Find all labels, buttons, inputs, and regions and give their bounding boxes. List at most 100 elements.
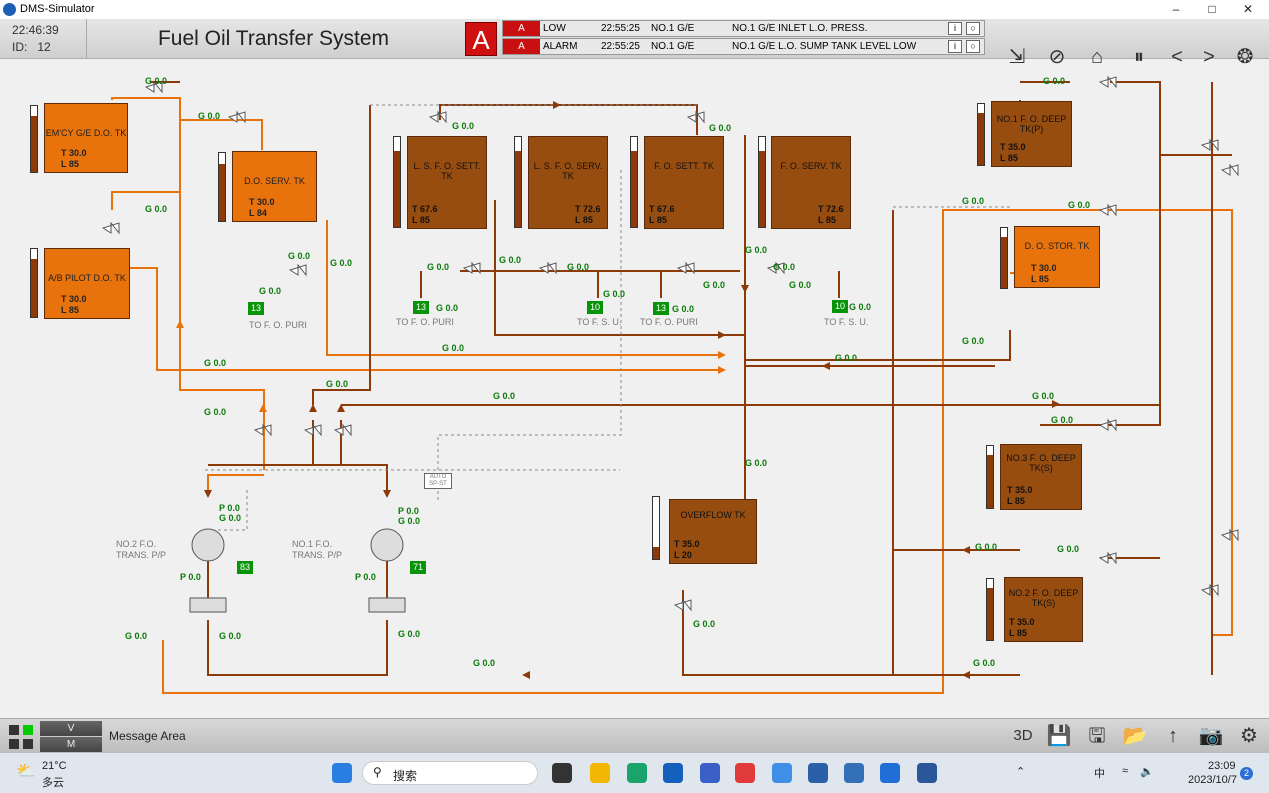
info-icon[interactable]: i (948, 40, 962, 53)
tank-lsfo-sett[interactable]: L. S. F. O. SETT. TK T 67.6 L 85 (407, 136, 487, 229)
mode-v-button[interactable]: V (40, 721, 102, 736)
flow-readout: G 0.0 (1051, 415, 1074, 425)
tank-name: EM'CY G/E D.O. TK (45, 128, 127, 138)
tank-overflow[interactable]: OVERFLOW TK T 35.0 L 20 (669, 499, 757, 564)
info-icon[interactable]: i (948, 22, 962, 35)
app-icon[interactable] (808, 763, 828, 783)
alarm-tag: A (503, 39, 540, 54)
view-3d-button[interactable]: 3D (1013, 727, 1033, 744)
tank-name: L. S. F. O. SERV. TK (533, 161, 603, 181)
flow-readout: G 0.0 (745, 458, 768, 468)
word-icon[interactable] (917, 763, 937, 783)
flow-readout: G 0.0 (499, 255, 522, 265)
pump-label: NO.2 F.O. TRANS. P/P (116, 539, 167, 560)
tank-ab-pilot-do[interactable]: A/B PILOT D.O. TK T 30.0 L 85 (44, 248, 130, 319)
cloud-icon[interactable] (772, 763, 792, 783)
close-button[interactable]: ✕ (1242, 2, 1254, 16)
home-icon[interactable]: ⌂ (1090, 46, 1104, 68)
tank-level: L 20 (674, 550, 692, 560)
app-icon[interactable] (735, 763, 755, 783)
minimize-button[interactable]: – (1172, 2, 1180, 16)
no1-transfer-pump[interactable] (371, 530, 403, 562)
flow-readout: G 0.0 (709, 123, 732, 133)
app-icon[interactable] (700, 763, 720, 783)
start-icon[interactable] (332, 763, 352, 783)
forward-icon[interactable]: > (1203, 46, 1215, 68)
tank-name: A/B PILOT D.O. TK (48, 273, 126, 283)
taskbar-time[interactable]: 23:09 (1208, 760, 1236, 772)
save-as-icon[interactable]: 🖫 (1088, 725, 1106, 747)
camera-icon[interactable]: 📷 (1198, 725, 1224, 747)
flow-readout: G 0.0 (125, 631, 148, 641)
tank-do-serv[interactable]: D.O. SERV. TK T 30.0 L 84 (232, 151, 317, 222)
flow-readout: G 0.0 (198, 111, 221, 121)
explorer-icon[interactable] (590, 763, 610, 783)
tank-name: NO.2 F. O. DEEP TK(S) (1008, 588, 1079, 608)
clock-panel: 22:46:39 ID: 12 (4, 22, 84, 57)
acknowledge-icon[interactable]: ○ (966, 40, 980, 53)
flow-readout: G 0.0 (259, 286, 282, 296)
app-icon[interactable] (552, 763, 572, 783)
pressure-readout: P 0.0 (180, 572, 201, 582)
tank-temperature: T 67.6 (412, 204, 438, 214)
edge-icon[interactable] (627, 763, 647, 783)
tank-name: F. O. SETT. TK (654, 161, 714, 171)
tank-do-stor[interactable]: D. O. STOR. TK T 30.0 L 85 (1014, 226, 1100, 288)
tank-no3-deep-s[interactable]: NO.3 F. O. DEEP TK(S) T 35.0 L 85 (1000, 444, 1082, 510)
wifi-icon[interactable]: ≈ (1122, 765, 1129, 777)
no2-transfer-pump[interactable] (192, 530, 224, 562)
flow-readout: G 0.0 (962, 336, 985, 346)
alarm-indicator[interactable]: A (465, 22, 497, 56)
pin-icon[interactable]: ↑ (1168, 725, 1178, 747)
volume-icon[interactable]: 🔈 (1140, 766, 1154, 778)
pressure-readout: P 0.0 (355, 572, 376, 582)
save-icon[interactable]: 💾 (1046, 725, 1072, 747)
app-icon[interactable] (844, 763, 864, 783)
flow-readout: G 0.0 (493, 391, 516, 401)
flow-readout: G 0.0 (452, 121, 475, 131)
back-icon[interactable]: < (1171, 46, 1183, 68)
open-folder-icon[interactable]: 📂 (1122, 725, 1148, 747)
tank-temperature: T 30.0 (61, 294, 87, 304)
alarm-row[interactable]: A ALARM 22:55:25 NO.1 G/E NO.1 G/E L.O. … (502, 38, 985, 55)
flow-readout: G 0.0 (703, 280, 726, 290)
level-gauge (652, 496, 660, 560)
tank-temperature: T 30.0 (1031, 263, 1057, 273)
taskbar-date[interactable]: 2023/10/7 (1188, 774, 1237, 786)
mode-m-button[interactable]: M (40, 737, 102, 752)
dms-simulator-icon[interactable] (880, 763, 900, 783)
window-title: DMS-Simulator (20, 3, 95, 15)
tank-no1-deep-p[interactable]: NO.1 F. O. DEEP TK(P) T 35.0 L 85 (991, 101, 1072, 167)
flow-readout: G 0.0 (219, 513, 242, 523)
fit-screen-icon[interactable]: ⇲ (1008, 46, 1026, 68)
flow-readout: G 0.0 (398, 629, 421, 639)
flow-readout: G 0.0 (1057, 544, 1080, 554)
tank-emcy-go-do[interactable]: EM'CY G/E D.O. TK T 30.0 L 85 (44, 103, 128, 173)
flow-readout: G 0.0 (204, 407, 227, 417)
tank-temperature: T 72.6 (818, 204, 844, 214)
level-gauge (986, 445, 994, 509)
flow-readout: G 0.0 (745, 245, 768, 255)
store-icon[interactable] (663, 763, 683, 783)
app-logo-icon (3, 3, 16, 16)
flow-readout: G 0.0 (473, 658, 496, 668)
tank-fo-serv[interactable]: F. O. SERV. TK T 72.6 L 85 (771, 136, 851, 229)
alarm-message: NO.1 G/E L.O. SUMP TANK LEVEL LOW (732, 41, 917, 52)
ime-indicator[interactable]: 中 (1094, 768, 1105, 780)
tray-chevron-icon[interactable]: ⌃ (1016, 766, 1026, 778)
tank-fo-sett[interactable]: F. O. SETT. TK T 67.6 L 85 (644, 136, 724, 229)
flow-readout: G 0.0 (145, 204, 168, 214)
alarm-source: NO.1 G/E (651, 41, 695, 52)
notification-badge[interactable]: 2 (1240, 767, 1253, 780)
maximize-button[interactable]: □ (1208, 2, 1216, 16)
settings-gear-icon[interactable]: ⚙ (1240, 725, 1258, 747)
tank-no2-deep-s[interactable]: NO.2 F. O. DEEP TK(S) T 35.0 L 85 (1004, 577, 1083, 642)
pause-icon[interactable]: ⏸ (1134, 46, 1144, 68)
status-square (23, 725, 33, 735)
taskbar-search[interactable]: ⚲ 搜索 (362, 761, 538, 785)
acknowledge-icon[interactable]: ○ (966, 22, 980, 35)
tank-lsfo-serv[interactable]: L. S. F. O. SERV. TK T 72.6 L 85 (528, 136, 608, 229)
alarm-row[interactable]: A LOW 22:55:25 NO.1 G/E NO.1 G/E INLET L… (502, 20, 985, 37)
mute-icon[interactable]: ⊘ (1048, 46, 1066, 68)
auto-switch[interactable]: AUTO SP-ST (424, 473, 452, 489)
